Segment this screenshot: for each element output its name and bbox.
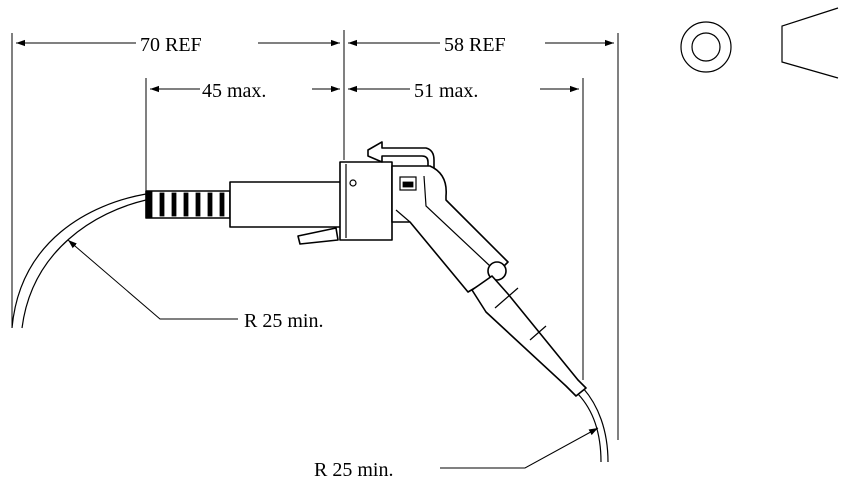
end-view-symbol <box>680 21 732 73</box>
extension-lines <box>11 30 619 440</box>
bend-radius-callout-right: R 25 min. <box>314 427 599 481</box>
dimension-label-70-ref: 70 REF <box>140 34 202 56</box>
bend-radius-label-right: R 25 min. <box>314 459 393 481</box>
dimension-boot-length: 45 max. <box>150 80 340 102</box>
rear-strain-relief <box>471 275 587 397</box>
release-lever <box>297 227 339 245</box>
left-cable <box>11 193 147 329</box>
dimension-overall-left: 70 REF <box>16 34 340 56</box>
bend-radius-callout-left: R 25 min. <box>67 239 323 332</box>
dimension-label-51-max: 51 max. <box>414 80 478 102</box>
left-boot <box>145 190 231 219</box>
dimension-connector-length: 51 max. <box>348 80 579 102</box>
connector-housing <box>339 161 393 241</box>
dimension-label-45-max: 45 max. <box>202 80 266 102</box>
right-cable <box>577 387 609 463</box>
dimension-label-58-ref: 58 REF <box>444 34 506 56</box>
dimension-overall-right: 58 REF <box>348 34 614 56</box>
projection-cone-symbol <box>781 7 839 79</box>
ferrule-body <box>229 181 347 228</box>
angled-housing <box>391 165 509 293</box>
boot-ribs <box>159 192 225 217</box>
bend-radius-label-left: R 25 min. <box>244 310 323 332</box>
